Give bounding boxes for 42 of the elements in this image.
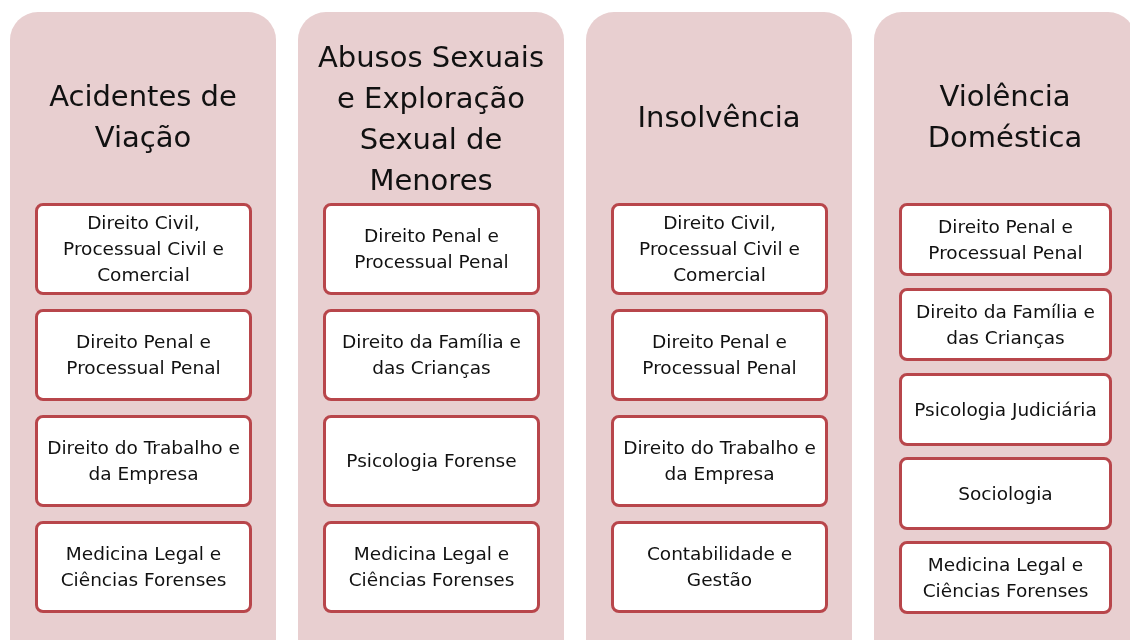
subject-box	[611, 521, 828, 613]
subject-box	[323, 309, 540, 401]
subject-box	[899, 373, 1112, 446]
subject-label: Medicina Legal e Ciências Forenses	[59, 542, 228, 592]
category-panel	[298, 12, 564, 640]
subject-box	[35, 521, 252, 613]
subject-box	[323, 203, 540, 295]
subject-box	[323, 521, 540, 613]
subject-label: Direito Penal e Processual Penal	[641, 330, 798, 380]
panel-heading: Acidentes de Viação	[48, 78, 238, 156]
subject-label: Direito Penal e Processual Penal	[353, 224, 510, 274]
category-panel	[10, 12, 276, 640]
panel-heading: Insolvência	[636, 98, 802, 136]
subject-label: Direito do Trabalho e da Empresa	[46, 436, 241, 486]
subject-label: Direito do Trabalho e da Empresa	[622, 436, 817, 486]
subject-label: Direito Civil, Processual Civil e Comercial	[638, 211, 801, 287]
category-panel	[586, 12, 852, 640]
subject-label: Contabilidade e Gestão	[645, 542, 794, 592]
subject-box	[899, 457, 1112, 530]
subject-label: Direito da Família e das Crianças	[341, 330, 522, 380]
subject-box	[899, 288, 1112, 361]
subject-label: Medicina Legal e Ciências Forenses	[921, 552, 1090, 603]
subject-box	[899, 203, 1112, 276]
panel-heading: Violência Doméstica	[926, 78, 1084, 156]
subject-box	[611, 415, 828, 507]
panel-heading: Abusos Sexuais e Exploração Sexual de Menores	[317, 39, 545, 199]
subject-box	[323, 415, 540, 507]
subject-label: Direito Penal e Processual Penal	[927, 214, 1084, 265]
subject-label: Direito Civil, Processual Civil e Comercial	[62, 211, 225, 287]
subject-box	[35, 203, 252, 295]
subject-label: Psicologia Judiciária	[913, 397, 1098, 422]
subject-label: Medicina Legal e Ciências Forenses	[347, 542, 516, 592]
subject-box	[35, 309, 252, 401]
subject-box	[35, 415, 252, 507]
subject-box	[899, 541, 1112, 614]
subject-label: Psicologia Forense	[345, 449, 518, 473]
category-panel	[874, 12, 1130, 640]
subject-box	[611, 309, 828, 401]
subject-label: Direito da Família e das Crianças	[915, 299, 1096, 350]
subject-label: Sociologia	[957, 481, 1054, 506]
subject-label: Direito Penal e Processual Penal	[65, 330, 222, 380]
subject-box	[611, 203, 828, 295]
